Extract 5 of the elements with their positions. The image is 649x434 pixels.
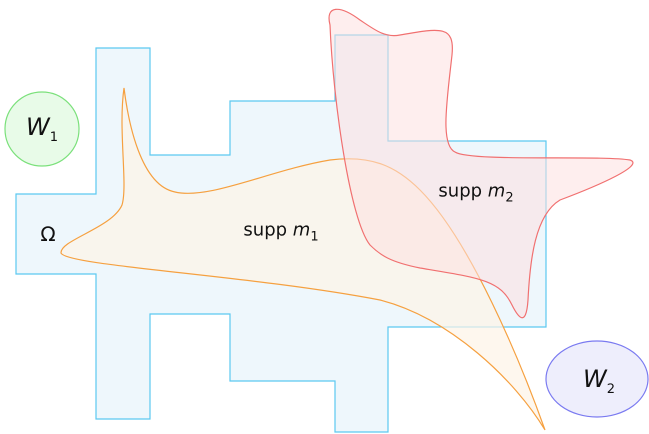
region-label: W$_{1}$	[26, 113, 58, 145]
region-label: supp m$_{2}$	[438, 180, 514, 206]
region-label: W$_{2}$	[583, 365, 615, 397]
region-label: supp m$_{1}$	[243, 220, 319, 244]
region-label: Ω	[40, 222, 56, 246]
